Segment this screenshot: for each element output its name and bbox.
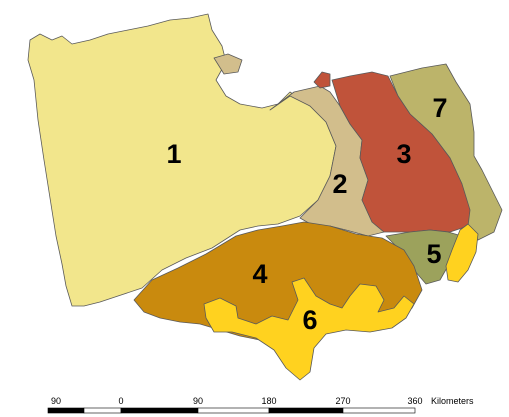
region-3-label: 3 [396, 139, 411, 169]
scale-bar: 90 0 90 180 270 360 Kilometers [47, 396, 474, 414]
scale-tick-label: 90 [51, 396, 61, 406]
scale-segment-light [342, 407, 416, 414]
region-6-east[interactable] [445, 223, 479, 283]
scale-segment-dark [268, 407, 344, 414]
scale-tick-label: 180 [261, 396, 276, 406]
region-3[interactable] [331, 71, 471, 233]
scale-unit-label: Kilometers [431, 396, 474, 406]
region-3-notch[interactable] [313, 71, 331, 89]
scale-tick-label: 90 [193, 396, 203, 406]
region-1-label: 1 [166, 139, 181, 169]
region-7-label: 7 [432, 93, 447, 123]
scale-segment-dark [47, 407, 85, 414]
region-6[interactable] [203, 277, 415, 381]
scale-segment-light [197, 407, 270, 414]
scale-tick-label: 0 [118, 396, 123, 406]
region-2[interactable] [269, 85, 385, 237]
scale-segment-dark [120, 407, 199, 414]
region-5-label: 5 [426, 239, 441, 269]
scale-segment-light [83, 407, 122, 414]
region-2-label: 2 [332, 169, 347, 199]
region-6-label: 6 [302, 305, 317, 335]
scale-tick-label: 360 [407, 396, 422, 406]
region-2-notch[interactable] [213, 53, 243, 75]
region-4-label: 4 [252, 259, 267, 289]
scale-tick-label: 270 [335, 396, 350, 406]
